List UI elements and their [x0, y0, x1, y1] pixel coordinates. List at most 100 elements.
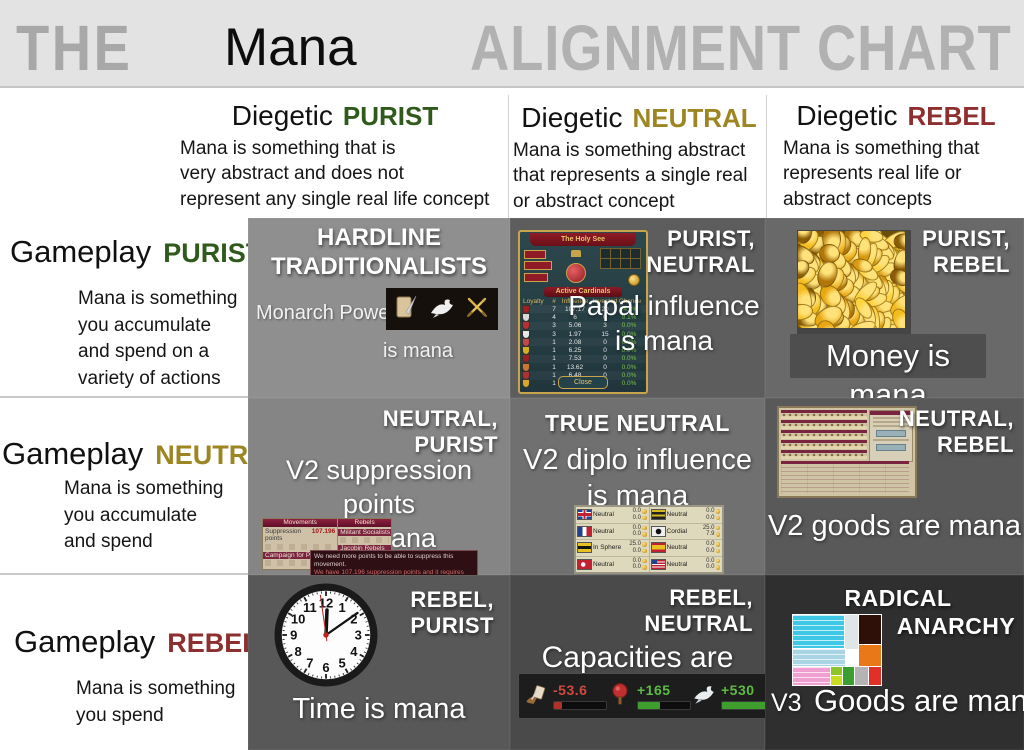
- col-count: #: [552, 298, 556, 305]
- svg-text:4: 4: [350, 644, 358, 659]
- caption-v3: V3: [771, 689, 802, 717]
- money-coin-icon: [715, 558, 720, 564]
- suppression-tooltip: We need more points to be able to suppre…: [310, 550, 478, 575]
- holy-see-top: [520, 246, 646, 286]
- alignment-label-anarchy: ANARCHY: [896, 613, 1016, 639]
- title-the: THE: [16, 12, 133, 84]
- cardinal-shield-icon: [522, 329, 530, 339]
- money-coin-icon: [715, 509, 720, 514]
- cardinal-cell: 1: [552, 347, 556, 355]
- cardinal-cell: 1: [552, 355, 556, 363]
- suppression-points-value: 107.196: [311, 528, 336, 535]
- cardinal-table-columns: Loyalty # Influence Invested Chance: [520, 297, 646, 305]
- diegetic-rebel-desc: Mana is something that represents real l…: [783, 138, 980, 210]
- capacity-progress-bar: [721, 701, 765, 710]
- cardinal-cell: 13.62: [566, 363, 584, 371]
- cell-capacities: REBEL, NEUTRAL Capacities are mana -53.6…: [510, 575, 765, 750]
- cardinal-cell: 0.0%: [621, 330, 637, 338]
- cell-caption: Papal influence is mana: [568, 290, 760, 356]
- influence-value: 0.0: [633, 508, 647, 515]
- influence-value: 0.0: [633, 515, 647, 522]
- cardinal-cell: 14.3%: [619, 305, 639, 313]
- cell-money: PURIST, REBEL Money is mana: [765, 218, 1024, 398]
- cardinal-cell: 0: [603, 363, 607, 371]
- treemap-block: [792, 648, 846, 668]
- cardinal-cell: 0.0%: [621, 363, 637, 371]
- money-coin-icon: [642, 558, 647, 564]
- col-loyalty: Loyalty: [523, 298, 544, 305]
- france-flag-icon: [577, 525, 592, 537]
- cardinal-cell: 15: [601, 330, 609, 338]
- money-coin-icon: [642, 542, 647, 547]
- diegetic-neutral-desc: Mana is something abstract that represen…: [513, 140, 748, 212]
- influence-value: 0.0: [706, 508, 720, 515]
- cardinal-cell: 0: [603, 313, 607, 321]
- rebel-stat-row: [340, 537, 389, 543]
- cardinal-cell: 107.17: [565, 305, 585, 313]
- influence-value: 7.9: [706, 531, 720, 538]
- influence-status: Neutral: [666, 511, 688, 519]
- holy-see-button: [524, 261, 552, 270]
- usa-flag-icon: [650, 558, 666, 570]
- money-coin-icon: [642, 565, 647, 570]
- money-coin-icon: [715, 542, 720, 547]
- svg-text:7: 7: [306, 656, 313, 671]
- gold-coins-frame: [797, 230, 911, 335]
- cardinal-cell: 9.1%: [621, 313, 637, 321]
- cardinal-shield-icon: [522, 354, 530, 364]
- suppression-points-row: Suppression points 107.196: [263, 527, 337, 543]
- golden-bull-icon: [628, 274, 640, 286]
- col-chance: Chance: [619, 298, 642, 305]
- title-alignment-chart: ALIGNMENT CHART: [470, 12, 1012, 84]
- diegetic-neutral-label: NEUTRAL: [632, 103, 757, 133]
- cell-caption: Time is mana: [292, 693, 466, 725]
- alignment-label: NEUTRAL, REBEL: [898, 406, 1014, 457]
- treemap-block: [844, 614, 860, 650]
- cardinal-cell: 0: [603, 338, 607, 346]
- gameplay-prefix: Gameplay: [2, 436, 144, 471]
- gameplay-prefix: Gameplay: [14, 624, 156, 659]
- is-mana-label: is mana: [382, 340, 454, 362]
- tooltip-line-2: We have 107.196 suppression points and i…: [314, 569, 464, 575]
- cardinal-cell: 6: [573, 313, 577, 321]
- trade-dialog: [869, 410, 913, 462]
- monarch-power-label: Monarch Power: [256, 302, 397, 324]
- cardinal-shield-icon: [522, 321, 530, 331]
- influence-value: 0.0: [706, 564, 720, 571]
- treemap-block: [842, 666, 856, 686]
- gold-coins-image: [798, 231, 905, 328]
- movements-panel-image: Movements Suppression points 107.196 Cam…: [262, 518, 392, 570]
- capacity-group: +165: [607, 681, 691, 712]
- alignment-label: TRUE NEUTRAL: [545, 410, 730, 436]
- influence-value: 0.0: [706, 558, 720, 565]
- diegetic-purist-label: PURIST: [342, 101, 439, 131]
- money-coin-icon: [715, 525, 720, 531]
- money-coin-icon: [642, 548, 647, 554]
- cardinal-shield-icon: [522, 371, 530, 381]
- alignment-label: PURIST, REBEL: [922, 226, 1010, 277]
- money-coin-icon: [642, 515, 647, 521]
- treemap-block: [792, 666, 832, 686]
- cardinal-cell: 0.0%: [621, 380, 637, 388]
- cardinal-cell: 0.0%: [621, 322, 637, 330]
- svg-text:5: 5: [339, 656, 346, 671]
- influence-value: 0.0: [633, 548, 647, 555]
